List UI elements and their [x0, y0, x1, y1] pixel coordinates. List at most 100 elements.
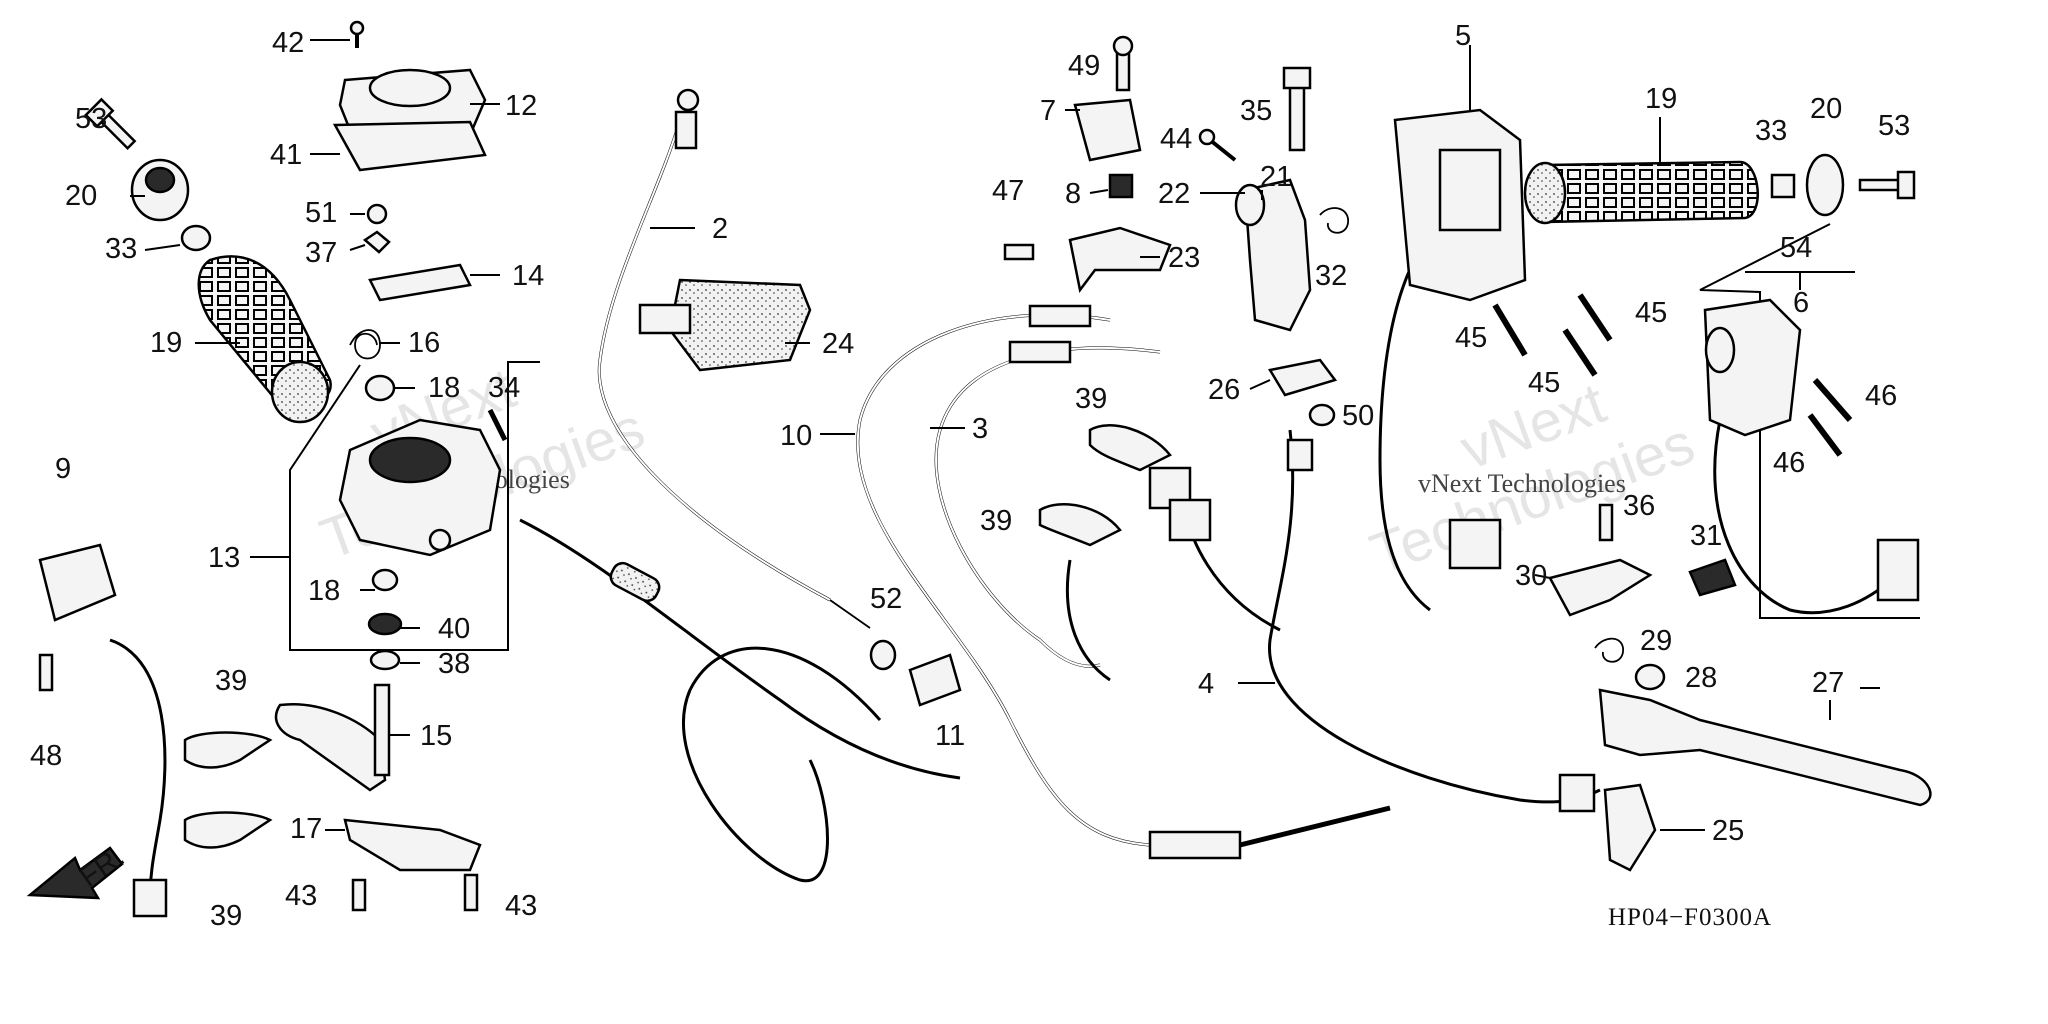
callout-7: 7 — [1040, 95, 1056, 127]
screw-36 — [1598, 503, 1614, 542]
callout-46-a: 46 — [1865, 380, 1897, 412]
relay-7 — [1073, 98, 1142, 162]
spring-29 — [1594, 637, 1624, 663]
callout-3: 3 — [972, 413, 988, 445]
pin-34 — [487, 408, 508, 442]
cables — [109, 88, 1920, 918]
band-39-left-b — [183, 811, 273, 849]
bolt-46-a — [1812, 378, 1853, 422]
right-parts — [1393, 108, 1932, 872]
callout-36: 36 — [1623, 490, 1655, 522]
callout-38: 38 — [438, 648, 470, 680]
callout-15: 15 — [420, 720, 452, 752]
callout-46-b: 46 — [1773, 447, 1805, 479]
callout-39-center-b: 39 — [980, 505, 1012, 537]
throttle-cable — [519, 518, 961, 780]
collar-33 — [180, 224, 212, 252]
throttle-housing-group-box — [289, 361, 540, 651]
nut-51 — [366, 203, 388, 225]
center-parts — [638, 35, 1349, 707]
callout-18-top: 18 — [428, 372, 460, 404]
callout-14: 14 — [512, 260, 544, 292]
callout-21: 21 — [1260, 161, 1292, 193]
callout-53-right: 53 — [1878, 110, 1910, 142]
left-parts — [26, 20, 508, 912]
callout-19-left: 19 — [150, 327, 182, 359]
callout-34: 34 — [488, 372, 520, 404]
callout-4: 4 — [1198, 668, 1214, 700]
bracket-25 — [1603, 783, 1657, 872]
callout-18-bottom: 18 — [308, 575, 340, 607]
callout-39-left-b: 39 — [210, 900, 242, 932]
callout-26: 26 — [1208, 374, 1240, 406]
bolt-45-a — [1492, 303, 1528, 357]
callout-48: 48 — [30, 740, 62, 772]
callout-45-b: 45 — [1635, 297, 1667, 329]
callout-52: 52 — [870, 583, 902, 615]
throttle-lever-15 — [274, 702, 387, 792]
callout-13: 13 — [208, 542, 240, 574]
bolt-46-b — [1807, 413, 1843, 457]
band-39-center-a — [1088, 424, 1172, 472]
callout-42: 42 — [272, 27, 304, 59]
callout-23: 23 — [1168, 242, 1200, 274]
seal-40 — [367, 612, 403, 636]
callout-19-right: 19 — [1645, 83, 1677, 115]
bracket-23 — [1068, 226, 1172, 293]
collar-33-right — [1770, 173, 1796, 199]
callout-50: 50 — [1342, 400, 1374, 432]
callout-27: 27 — [1812, 667, 1844, 699]
pad-31 — [1688, 558, 1737, 597]
callout-22: 22 — [1158, 178, 1190, 210]
callout-39-left-a: 39 — [215, 665, 247, 697]
bolt-45-c — [1562, 328, 1598, 377]
bolt-47 — [1003, 243, 1035, 261]
callout-8: 8 — [1065, 178, 1081, 210]
callout-43-a: 43 — [285, 880, 317, 912]
callout-24: 24 — [822, 328, 854, 360]
callout-40: 40 — [438, 613, 470, 645]
drawing-code: HP04−F0300A — [1608, 904, 1772, 931]
bolt-48 — [38, 653, 54, 692]
switch-wire-5 — [1378, 249, 1431, 612]
switch-9 — [38, 543, 117, 622]
callout-51: 51 — [305, 197, 337, 229]
callout-labels: 42 12 41 51 37 14 16 19 53 20 33 18 34 1… — [30, 20, 1910, 932]
callout-12: 12 — [505, 90, 537, 122]
callout-6: 6 — [1793, 287, 1809, 319]
leader-lines — [130, 39, 1880, 831]
grip-19-right — [1543, 160, 1759, 224]
bolt-43-b — [463, 873, 479, 912]
callout-54: 54 — [1780, 232, 1812, 264]
bushing-18-bottom — [371, 568, 399, 592]
callout-20-left: 20 — [65, 180, 97, 212]
callout-49: 49 — [1068, 50, 1100, 82]
callout-39-center-a: 39 — [1075, 383, 1107, 415]
spring-32 — [1319, 207, 1349, 234]
callout-41: 41 — [270, 139, 302, 171]
band-39-center-b — [1038, 503, 1122, 547]
callout-53-left: 53 — [75, 103, 107, 135]
callout-37: 37 — [305, 237, 337, 269]
callout-30: 30 — [1515, 560, 1547, 592]
front-arrow-icon — [26, 846, 124, 900]
bolt-45-b — [1577, 293, 1613, 342]
clip-37 — [362, 230, 391, 254]
brake-lever-27 — [1598, 688, 1932, 807]
callout-10: 10 — [780, 420, 812, 452]
callout-20-right: 20 — [1810, 93, 1842, 125]
callout-35: 35 — [1240, 95, 1272, 127]
plate-26 — [1268, 358, 1338, 397]
plate-30 — [1548, 558, 1653, 617]
wire-harness-4 — [1268, 429, 1601, 804]
callout-29: 29 — [1640, 625, 1672, 657]
callout-32: 32 — [1315, 260, 1347, 292]
clamp-11 — [908, 653, 962, 707]
bolt-53-right — [1858, 178, 1902, 192]
switch-9-wire — [109, 638, 167, 901]
callout-47: 47 — [992, 175, 1024, 207]
bushing-18-top — [364, 374, 396, 402]
callout-25: 25 — [1712, 815, 1744, 847]
watermark-caption-right: vNext Technologies — [1418, 469, 1626, 498]
